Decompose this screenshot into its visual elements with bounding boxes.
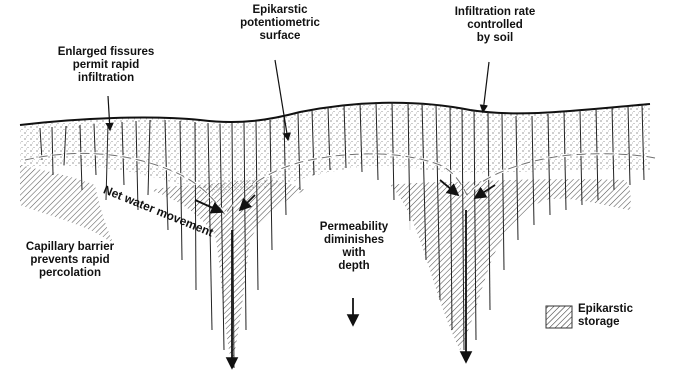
label-capillary-barrier: Capillary barrier prevents rapid percola… [0,241,140,280]
label-enlarged-fissures: Enlarged fissures permit rapid infiltrat… [32,46,180,85]
storage-zone-left [150,179,305,365]
label-permeability: Permeability diminishes with depth [295,221,413,273]
label-infiltration-rate: Infiltration rate controlled by soil [420,6,570,45]
label-epikarstic-surface: Epikarstic potentiometric surface [215,4,345,43]
legend-label: Epikarstic storage [578,303,658,329]
legend-swatch [546,306,572,328]
